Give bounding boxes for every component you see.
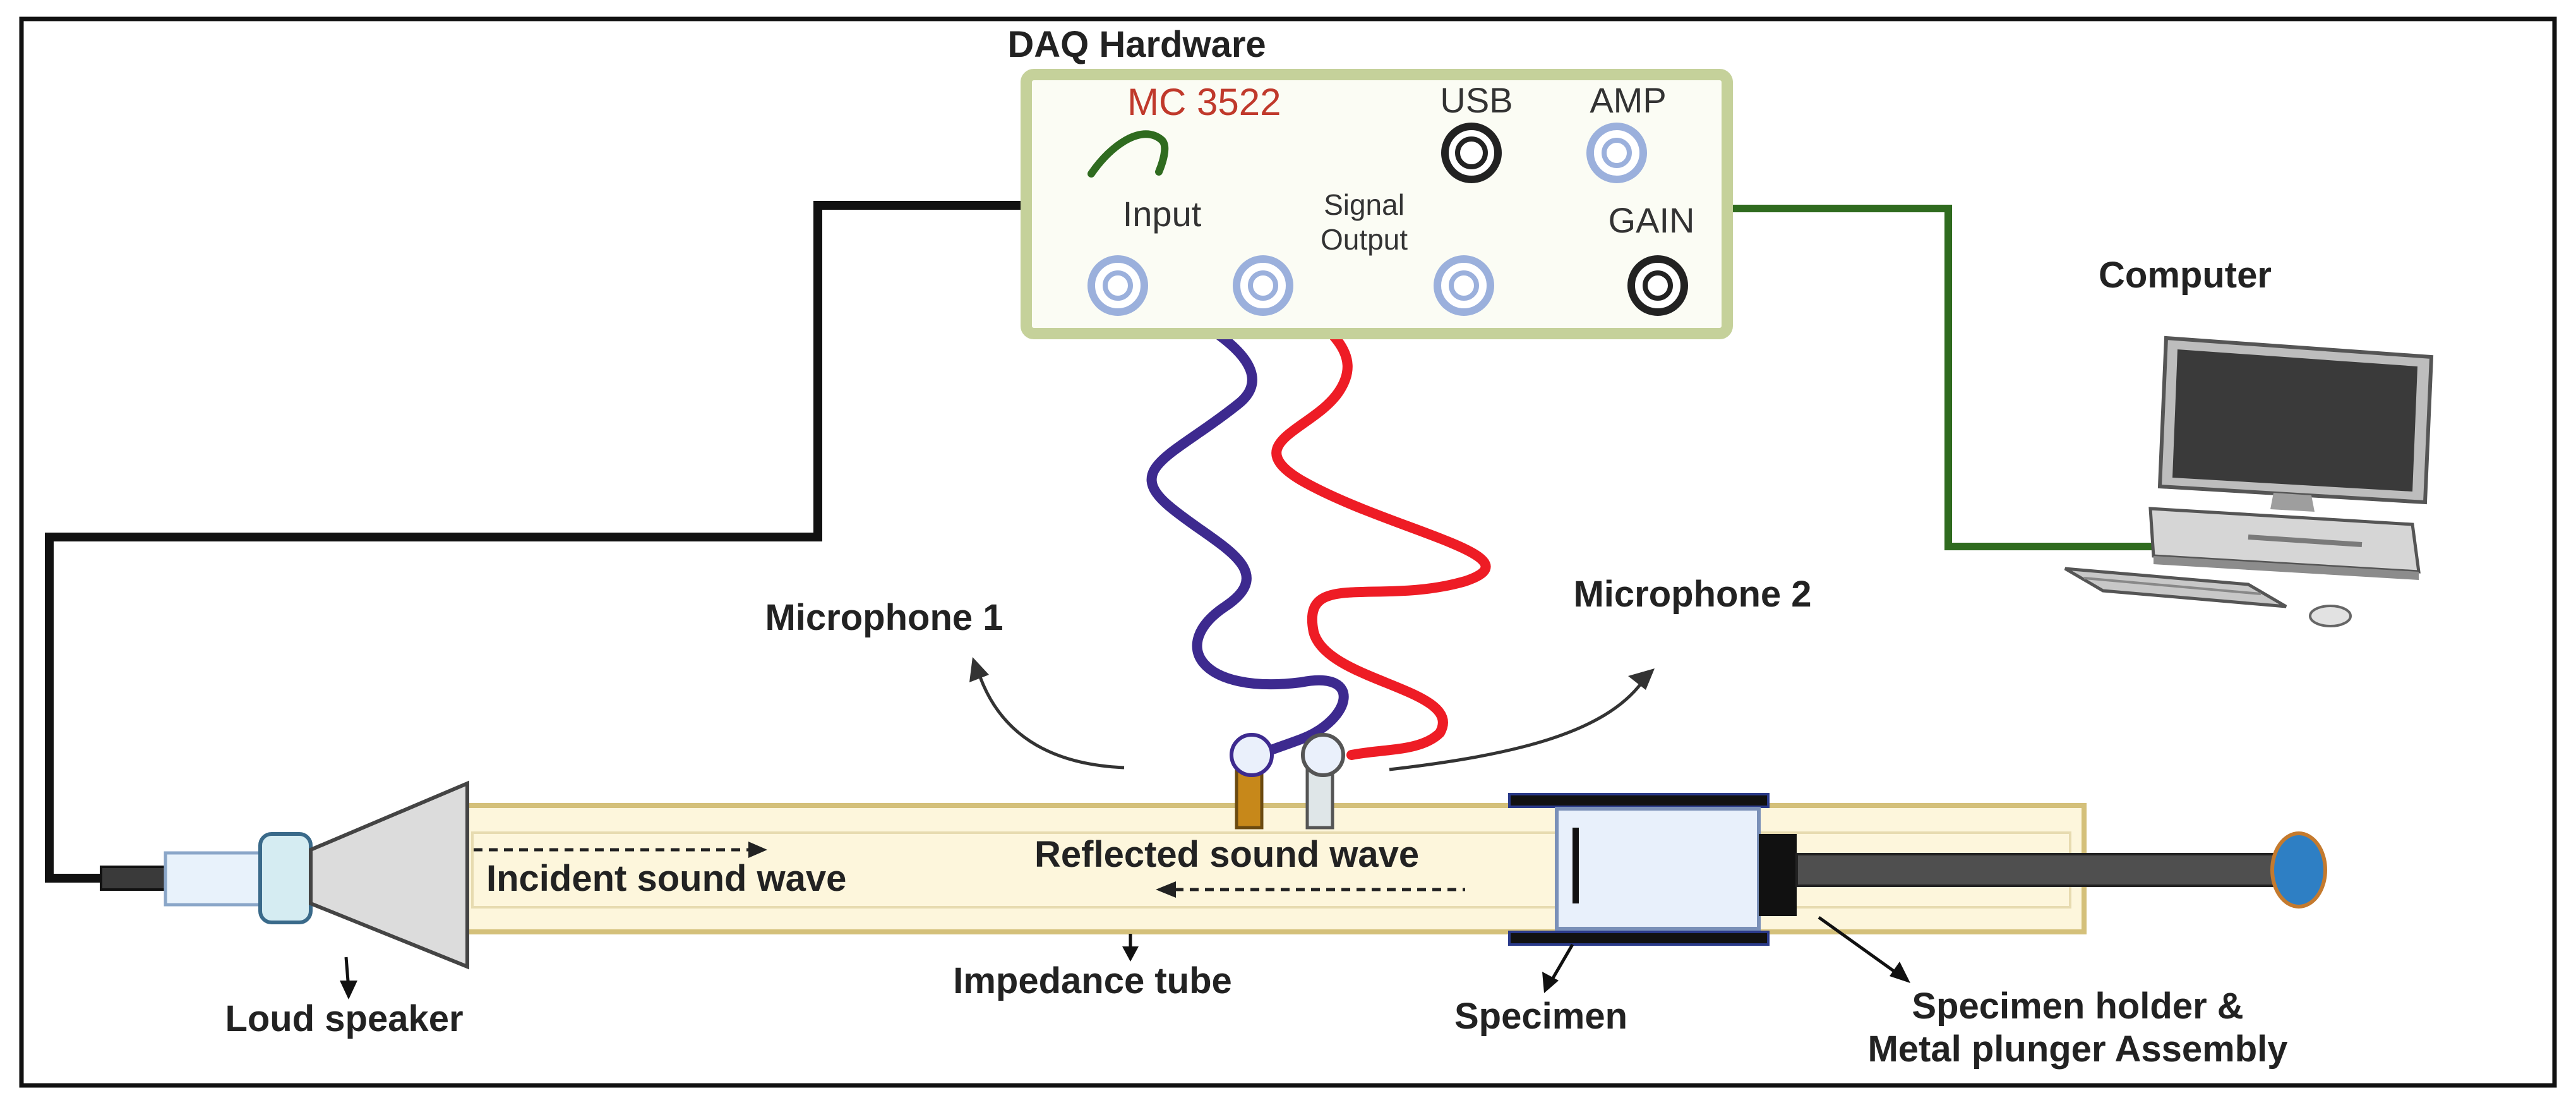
- plunger-handle: [2270, 831, 2327, 909]
- amp-label: AMP: [1590, 80, 1666, 120]
- diagram-title: DAQ Hardware: [1007, 24, 1266, 65]
- specimen-pointer-head: [1542, 972, 1559, 993]
- microphone-2-cable: [1264, 279, 1491, 760]
- reflected-wave-label: Reflected sound wave: [1034, 834, 1419, 875]
- microphone-2: [1301, 733, 1345, 830]
- computer-icon: [2064, 335, 2434, 627]
- computer-label: Computer: [2099, 255, 2272, 296]
- holder-pointer: [1818, 915, 1902, 978]
- speaker-cable: [45, 201, 1026, 883]
- usb-jack: [1441, 123, 1502, 183]
- microphone-1-arrow: [976, 669, 1125, 770]
- specimen-label: Specimen: [1454, 996, 1627, 1037]
- incident-wave-arrowhead: [748, 842, 767, 858]
- reflected-wave-arrowhead: [1156, 881, 1176, 898]
- loud-speaker-pointer-head: [340, 981, 357, 999]
- daq-model-label: MC 3522: [1127, 81, 1281, 123]
- microphone-1-cable: [1119, 279, 1349, 763]
- usb-label: USB: [1440, 80, 1513, 120]
- microphone-2-arrow: [1389, 681, 1643, 771]
- signal-output-label-line2: Output: [1321, 223, 1408, 256]
- loud-speaker-label: Loud speaker: [225, 998, 463, 1039]
- input-jack-1: [1087, 255, 1148, 316]
- microphone-2-label: Microphone 2: [1573, 574, 1811, 615]
- incident-wave-label: Incident sound wave: [486, 858, 846, 899]
- specimen-pointer: [1549, 943, 1574, 984]
- input-label: Input: [1123, 194, 1202, 234]
- daq-logo-icon: [1087, 130, 1169, 178]
- microphone-1: [1230, 733, 1274, 830]
- microphone-2-arrowhead: [1628, 668, 1655, 690]
- signal-output-jack: [1434, 255, 1494, 316]
- specimen-holder: [1508, 793, 1770, 946]
- input-jack-2: [1233, 255, 1293, 316]
- gain-jack: [1627, 255, 1688, 316]
- holder-label-line2: Metal plunger Assembly: [1867, 1029, 2287, 1070]
- impedance-tube-label: Impedance tube: [953, 960, 1232, 1001]
- microphone-1-label: Microphone 1: [765, 597, 1003, 638]
- holder-pointer-head: [1890, 962, 1910, 983]
- amp-jack: [1586, 123, 1647, 183]
- computer-cable: [1727, 205, 2160, 550]
- holder-label-line1: Specimen holder &: [1912, 986, 2243, 1027]
- microphone-1-arrowhead: [969, 657, 989, 682]
- impedance-tube-pointer-head: [1122, 946, 1139, 962]
- metal-plunger: [1759, 831, 2327, 916]
- daq-box: [1021, 69, 1733, 339]
- loud-speaker: [100, 780, 469, 970]
- signal-output-label-line1: Signal: [1324, 188, 1405, 221]
- gain-label: GAIN: [1609, 200, 1695, 240]
